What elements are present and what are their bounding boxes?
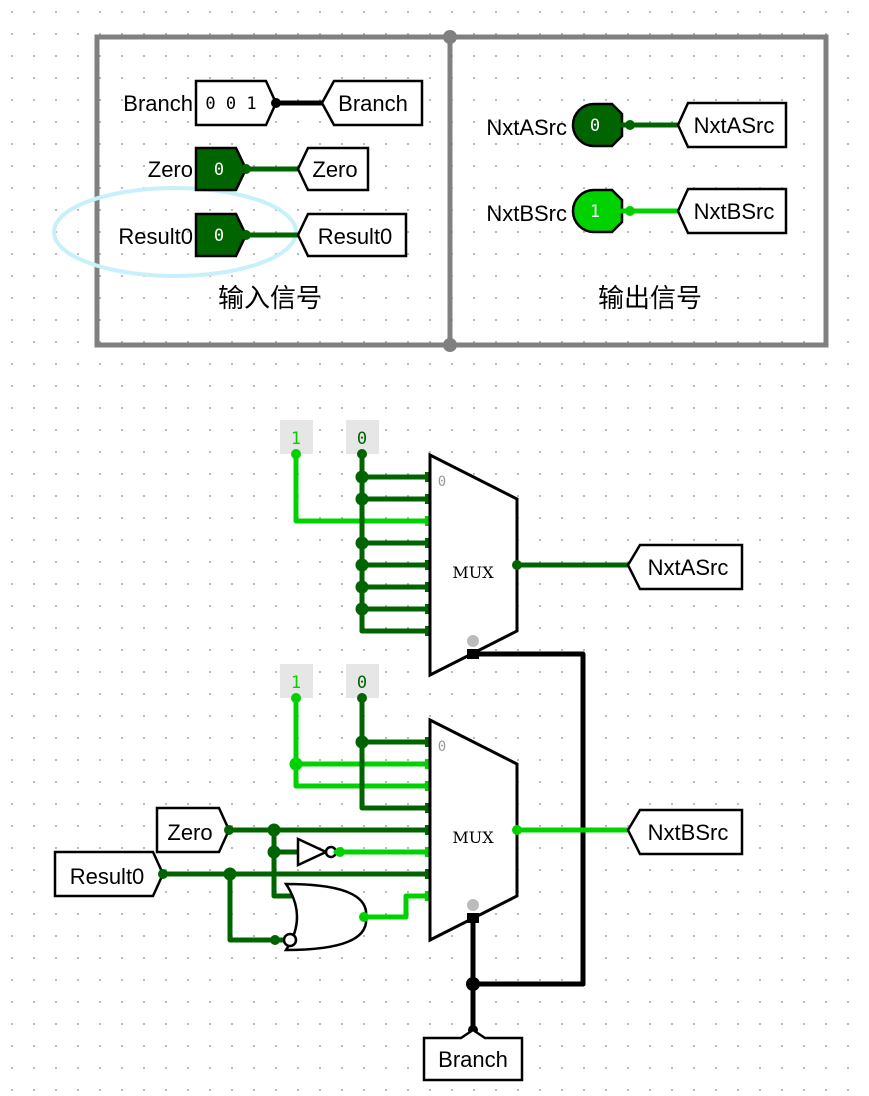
zero-pin-label: Zero bbox=[148, 157, 193, 182]
branch-pin-value: 0 0 1 bbox=[205, 94, 256, 114]
branch-tunnel-bottom-label: Branch bbox=[438, 1047, 508, 1072]
nxtbsrc-tunnel-top-label: NxtBSrc bbox=[694, 199, 775, 224]
mux-a[interactable]: MUX 0 bbox=[428, 452, 519, 678]
mux-a-const-zero[interactable]: 0 bbox=[357, 429, 367, 449]
mux-a-const-one[interactable]: 1 bbox=[291, 429, 301, 449]
mux-a-input0-marker: 0 bbox=[438, 474, 446, 490]
io-frame bbox=[94, 30, 829, 352]
nxtasrc-tunnel-top-label: NxtASrc bbox=[694, 113, 775, 138]
result0-tunnel-top-label: Result0 bbox=[318, 224, 393, 249]
mux-b-const-one-bg bbox=[280, 664, 313, 698]
branch-input-pin[interactable]: 0 0 1 bbox=[194, 79, 278, 127]
mux-b-input0-marker: 0 bbox=[438, 739, 446, 755]
input-group-label: 输入信号 bbox=[218, 284, 322, 314]
result0-pin-value: 0 bbox=[214, 226, 224, 246]
nxtasrc-output-pin: 0 bbox=[571, 102, 624, 148]
nxtbsrc-pin-value: 1 bbox=[590, 202, 600, 222]
result0-input-pin[interactable]: 0 bbox=[194, 212, 248, 258]
zero-tunnel-bottom-label: Zero bbox=[167, 820, 212, 845]
nxtbsrc-tunnel-mux-label: NxtBSrc bbox=[648, 820, 729, 845]
not-gate[interactable] bbox=[296, 837, 338, 867]
nxtbsrc-pin-label: NxtBSrc bbox=[486, 201, 567, 226]
zero-tunnel-top-label: Zero bbox=[312, 157, 357, 182]
output-group-label: 输出信号 bbox=[598, 284, 702, 314]
nxtasrc-tunnel-mux[interactable]: NxtASrc bbox=[626, 543, 744, 591]
zero-pin-value: 0 bbox=[214, 160, 224, 180]
result0-tunnel-bottom-label: Result0 bbox=[70, 864, 145, 889]
branch-tunnel-bottom[interactable]: Branch bbox=[422, 1028, 524, 1082]
mux-b-const-zero-bg bbox=[346, 664, 379, 698]
mux-a-label: MUX bbox=[452, 563, 494, 582]
mux-b-const-one[interactable]: 1 bbox=[291, 673, 301, 693]
result0-pin-label: Result0 bbox=[118, 224, 193, 249]
zero-tunnel-top[interactable]: Zero bbox=[296, 146, 370, 192]
nxtasrc-tunnel-mux-label: NxtASrc bbox=[648, 555, 729, 580]
zero-tunnel-bottom[interactable]: Zero bbox=[155, 806, 231, 854]
nxtasrc-pin-label: NxtASrc bbox=[486, 115, 567, 140]
selection-highlight bbox=[52, 186, 298, 278]
mux-b[interactable]: MUX 0 bbox=[428, 717, 519, 943]
nxtasrc-tunnel-top[interactable]: NxtASrc bbox=[676, 101, 788, 149]
mux-a-const-zero-bg bbox=[346, 420, 379, 454]
result0-tunnel-top[interactable]: Result0 bbox=[296, 212, 408, 258]
nxtbsrc-tunnel-mux[interactable]: NxtBSrc bbox=[626, 808, 744, 856]
nxtbsrc-tunnel-top[interactable]: NxtBSrc bbox=[676, 187, 788, 235]
nxtbsrc-output-pin: 1 bbox=[571, 188, 624, 234]
zero-input-pin[interactable]: 0 bbox=[194, 146, 248, 192]
mux-a-const-one-bg bbox=[280, 420, 313, 454]
branch-tunnel-top[interactable]: Branch bbox=[320, 79, 424, 127]
or-gate[interactable] bbox=[282, 882, 368, 952]
nxtasrc-pin-value: 0 bbox=[590, 116, 600, 136]
branch-tunnel-top-label: Branch bbox=[338, 91, 408, 116]
result0-tunnel-bottom[interactable]: Result0 bbox=[53, 850, 165, 898]
mux-b-label: MUX bbox=[452, 828, 494, 847]
mux-b-const-zero[interactable]: 0 bbox=[357, 673, 367, 693]
branch-pin-label: Branch bbox=[123, 91, 193, 116]
